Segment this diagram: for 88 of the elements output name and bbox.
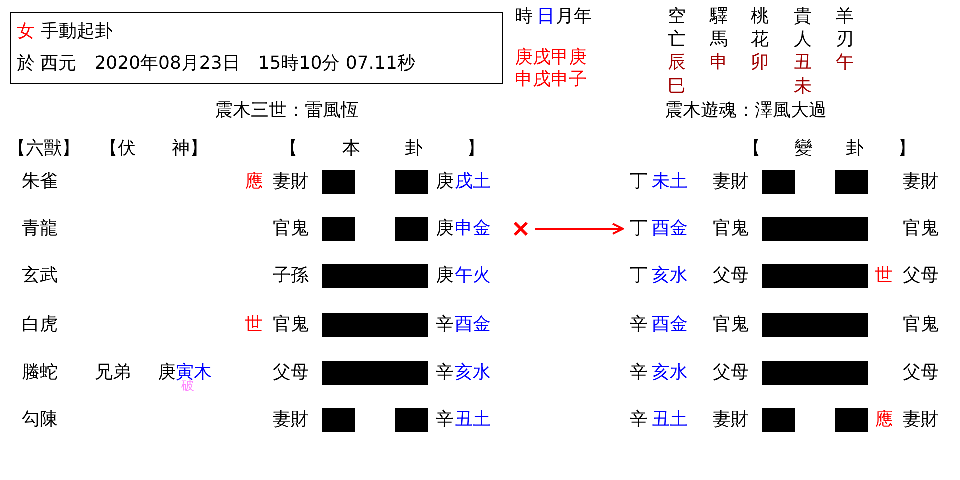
spirit-name: 空: [668, 6, 686, 28]
branch-label: 酉金: [652, 314, 688, 336]
relation-label: 妻財: [713, 171, 749, 193]
beast-label: 螣蛇: [22, 362, 58, 384]
hexagram-title: 震木遊魂：澤風大過: [665, 100, 827, 122]
stem-label: 辛: [630, 362, 648, 384]
branch-label: 辰: [668, 52, 686, 74]
column-header: 【 變 卦 】: [743, 138, 916, 160]
column-header: 【 本 卦 】: [280, 138, 488, 160]
branch-label: 午火: [455, 265, 491, 287]
hexagram-title: 震木三世：雷風恆: [215, 100, 359, 122]
info-box: [10, 12, 503, 84]
stem-label: 丁: [630, 218, 648, 240]
stem-label: 丁: [630, 171, 648, 193]
spirit-name: 花: [751, 29, 769, 51]
relation-label: 父母: [903, 265, 939, 287]
relation-label: 官鬼: [713, 218, 749, 240]
branch-label: 丑土: [455, 409, 491, 431]
spirit-name: 刃: [836, 29, 854, 51]
marker-label: 世: [875, 265, 893, 287]
branch-label: 亥水: [652, 362, 688, 384]
spirit-name: 亡: [668, 29, 686, 51]
stem-row: 庚戌甲庚: [515, 47, 587, 69]
gender-label: 女: [17, 21, 35, 43]
broken-mark: 破: [182, 379, 194, 395]
branch-label: 午: [836, 52, 854, 74]
pillar-label: 日: [537, 6, 555, 28]
column-header: 【六獸】: [8, 138, 80, 160]
spirit-name: 馬: [710, 29, 728, 51]
branch-label: 酉金: [455, 314, 491, 336]
stem-label: 辛: [630, 314, 648, 336]
spirit-name: 驛: [710, 6, 728, 28]
spirit-name: 人: [794, 29, 812, 51]
relation-label: 妻財: [273, 171, 309, 193]
marker-label: 應: [245, 171, 263, 193]
relation-label: 官鬼: [273, 314, 309, 336]
marker-label: 世: [245, 314, 263, 336]
stem-label: 辛: [630, 409, 648, 431]
stem-label: 庚: [436, 171, 454, 193]
beast-label: 朱雀: [22, 171, 58, 193]
relation-label: 父母: [713, 265, 749, 287]
branch-label: 未: [794, 76, 812, 98]
marker-label: 應: [875, 409, 893, 431]
relation-label: 官鬼: [903, 218, 939, 240]
branch-label: 巳: [668, 76, 686, 98]
spirit-name: 羊: [836, 6, 854, 28]
header-text: 手動起卦: [41, 21, 113, 43]
branch-label: 酉金: [652, 218, 688, 240]
branch-label: 申金: [455, 218, 491, 240]
date-text: 於 西元 2020年08月23日 15時10分 07.11秒: [17, 53, 416, 75]
branch-label: 丑: [794, 52, 812, 74]
branch-label: 丑土: [652, 409, 688, 431]
relation-label: 父母: [903, 362, 939, 384]
relation-label: 妻財: [713, 409, 749, 431]
stem-label: 庚: [436, 265, 454, 287]
relation-label: 妻財: [903, 171, 939, 193]
branch-label: 卯: [751, 52, 769, 74]
branch-label: 亥水: [455, 362, 491, 384]
relation-label: 妻財: [903, 409, 939, 431]
beast-label: 青龍: [22, 218, 58, 240]
relation-label: 兄弟: [95, 362, 131, 384]
relation-label: 妻財: [273, 409, 309, 431]
stem-label: 辛: [436, 362, 454, 384]
stem-label: 庚: [158, 362, 176, 384]
column-header: 【伏 神】: [100, 138, 208, 160]
branch-label: 申: [710, 52, 728, 74]
branch-label: 未土: [652, 171, 688, 193]
spirit-name: 貴: [794, 6, 812, 28]
stem-label: 辛: [436, 314, 454, 336]
stem-label: 辛: [436, 409, 454, 431]
relation-label: 子孫: [273, 265, 309, 287]
relation-label: 官鬼: [903, 314, 939, 336]
branch-row: 申戌申子: [515, 69, 587, 91]
spirit-name: 桃: [751, 6, 769, 28]
pillar-label: 月年: [556, 6, 592, 28]
beast-label: 白虎: [22, 314, 58, 336]
beast-label: 勾陳: [22, 409, 58, 431]
pillar-label: 時: [515, 6, 533, 28]
branch-label: 亥水: [652, 265, 688, 287]
arrow: [535, 223, 624, 235]
relation-label: 父母: [713, 362, 749, 384]
relation-label: 官鬼: [273, 218, 309, 240]
relation-label: 官鬼: [713, 314, 749, 336]
stem-label: 庚: [436, 218, 454, 240]
stem-label: 丁: [630, 265, 648, 287]
branch-label: 戌土: [455, 171, 491, 193]
relation-label: 父母: [273, 362, 309, 384]
beast-label: 玄武: [22, 265, 58, 287]
